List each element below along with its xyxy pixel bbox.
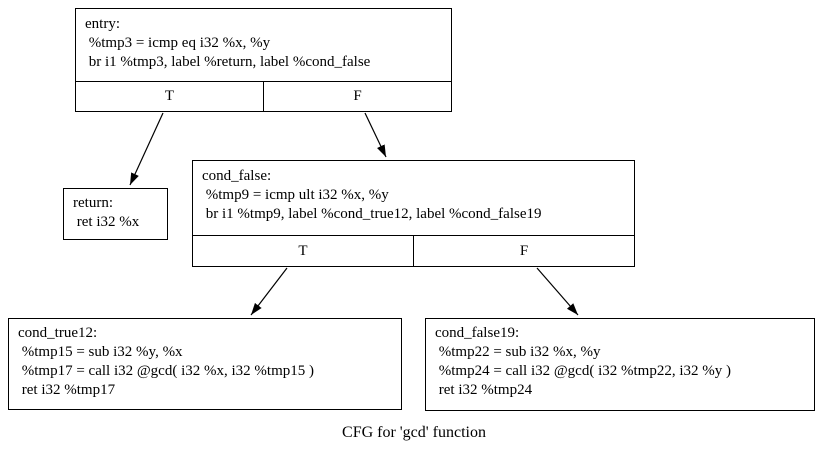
node-cond-false-instruction: br i1 %tmp9, label %cond_true12, label %…	[202, 206, 542, 222]
graph-caption: CFG for 'gcd' function	[342, 424, 486, 441]
node-cond-false19-instruction: %tmp22 = sub i32 %x, %y	[435, 344, 601, 360]
node-cond-true12-instruction: %tmp15 = sub i32 %y, %x	[18, 344, 183, 360]
node-cond-true12-instruction: %tmp17 = call i32 @gcd( i32 %x, i32 %tmp…	[18, 363, 314, 379]
edge-entry-true-to-return	[129, 112, 164, 186]
node-cond-false-true-cell: T	[193, 236, 414, 266]
node-cond-true12-body: cond_true12: %tmp15 = sub i32 %y, %x %tm…	[9, 319, 401, 409]
node-cond-false19: cond_false19: %tmp22 = sub i32 %x, %y %t…	[425, 318, 815, 411]
node-entry-branch-row: T F	[76, 81, 451, 111]
node-entry-body: entry: %tmp3 = icmp eq i32 %x, %y br i1 …	[76, 9, 451, 81]
node-cond-true12: cond_true12: %tmp15 = sub i32 %y, %x %tm…	[8, 318, 402, 410]
node-cond-false-label: cond_false:	[202, 168, 272, 184]
node-entry-instruction: br i1 %tmp3, label %return, label %cond_…	[85, 54, 371, 70]
node-cond-false: cond_false: %tmp9 = icmp ult i32 %x, %y …	[192, 160, 635, 267]
node-return-instruction: ret i32 %x	[73, 214, 140, 230]
node-cond-false-instruction: %tmp9 = icmp ult i32 %x, %y	[202, 187, 389, 203]
node-cond-false-branch-row: T F	[193, 235, 634, 266]
node-cond-true12-instruction: ret i32 %tmp17	[18, 382, 116, 398]
node-cond-false-body: cond_false: %tmp9 = icmp ult i32 %x, %y …	[193, 161, 634, 235]
node-cond-true12-label: cond_true12:	[18, 325, 98, 341]
node-cond-false19-instruction: %tmp24 = call i32 @gcd( i32 %tmp22, i32 …	[435, 363, 731, 379]
node-cond-false19-instruction: ret i32 %tmp24	[435, 382, 533, 398]
node-return-label: return:	[73, 195, 113, 211]
node-cond-false-false-cell: F	[519, 242, 529, 259]
node-cond-false19-body: cond_false19: %tmp22 = sub i32 %x, %y %t…	[426, 319, 814, 410]
node-entry-true-cell: T	[76, 82, 264, 111]
node-entry-instruction: %tmp3 = icmp eq i32 %x, %y	[85, 35, 271, 51]
edge-entry-false-to-cond-false	[364, 112, 387, 158]
edge-cond-false-true-to-cond-true12	[250, 267, 288, 316]
node-return: return: ret i32 %x	[63, 188, 168, 240]
node-entry-label: entry:	[85, 16, 120, 32]
node-entry: entry: %tmp3 = icmp eq i32 %x, %y br i1 …	[75, 8, 452, 112]
node-cond-false19-label: cond_false19:	[435, 325, 520, 341]
node-entry-false-cell: F	[353, 88, 362, 104]
node-return-body: return: ret i32 %x	[64, 189, 167, 239]
edge-cond-false-false-to-cond-false19	[536, 267, 579, 316]
